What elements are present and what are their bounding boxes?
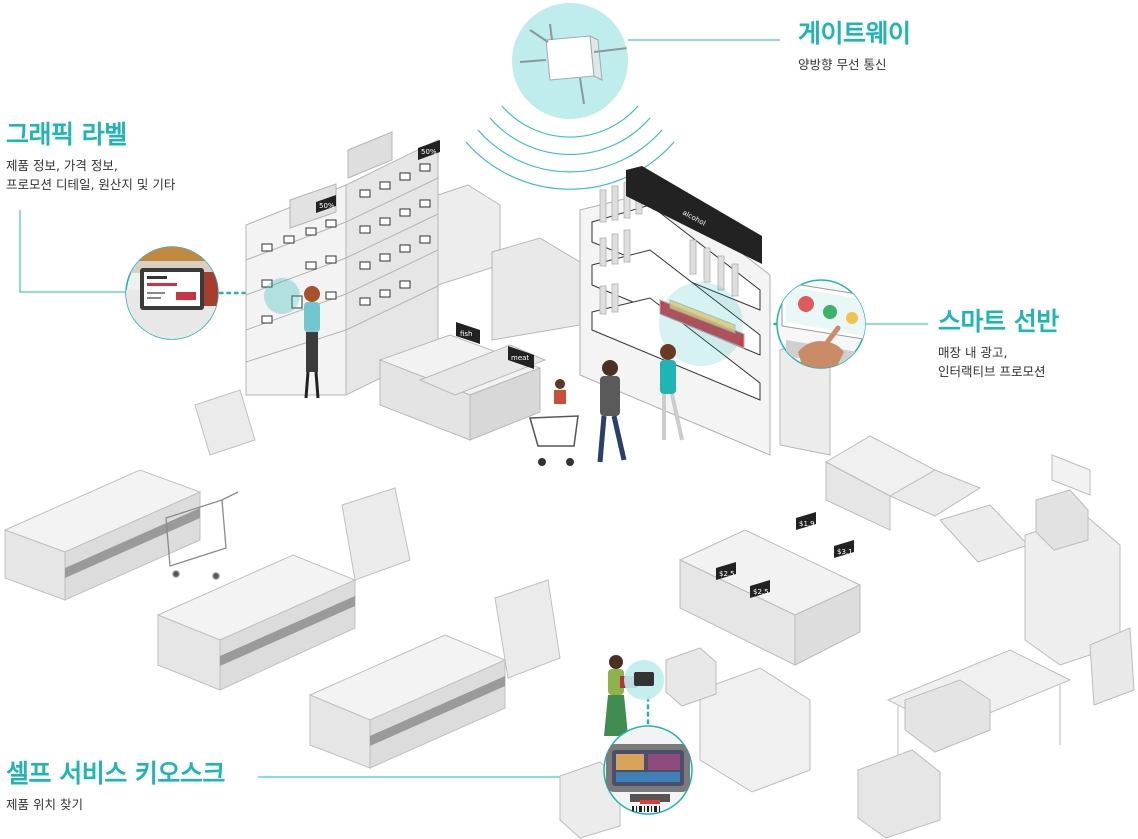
fish-sign-text: fish bbox=[460, 330, 473, 338]
smart-shelf-title: 스마트 선반 bbox=[938, 307, 1059, 336]
meat-sign: meat bbox=[508, 346, 534, 369]
price-tag-4-text: $1.9 bbox=[799, 520, 815, 528]
produce-bins-right bbox=[678, 435, 1029, 666]
price-tag-4: $1.9 bbox=[796, 512, 816, 530]
price-tag-3-text: $3.1 bbox=[837, 548, 853, 556]
price-tag-2: $2.5 bbox=[750, 580, 770, 598]
glass-freezer-back bbox=[437, 184, 581, 341]
alcohol-shelf bbox=[579, 177, 771, 456]
smart-shelf-label-block: 스마트 선반 매장 내 광고, 인터랙티브 프로모션 bbox=[938, 307, 1059, 382]
shelf-tag-50-b: 50% bbox=[418, 140, 440, 160]
bottom-center-shelves bbox=[559, 647, 811, 839]
shopper-woman-left bbox=[264, 278, 320, 399]
gateway-label-block: 게이트웨이 양방향 무선 통신 bbox=[798, 19, 911, 74]
gateway-desc: 양방향 무선 통신 bbox=[798, 56, 887, 72]
price-tag-1: $2.5 bbox=[716, 562, 736, 580]
price-tag-1-text: $2.5 bbox=[719, 570, 735, 578]
price-tag-2-text: $2.5 bbox=[753, 588, 769, 596]
shelf-tag-50-a-text: 50% bbox=[319, 202, 335, 210]
smart-shelf-zoom bbox=[776, 279, 866, 369]
graphic-label-desc-line1: 제품 정보, 가격 정보, bbox=[6, 157, 118, 173]
shelf-tag-50-b-text: 50% bbox=[421, 148, 437, 156]
graphic-label-block: 그래픽 라벨 제품 정보, 가격 정보, 프로모션 디테일, 원산지 및 기타 bbox=[6, 120, 175, 195]
graphic-label-desc-line2: 프로모션 디테일, 원산지 및 기타 bbox=[6, 177, 176, 193]
shelf-tag-50-a: 50% bbox=[316, 195, 336, 213]
kiosk-desc: 제품 위치 찾기 bbox=[6, 796, 83, 812]
gateway-device-illustration bbox=[512, 3, 628, 119]
meat-sign-text: meat bbox=[511, 354, 529, 362]
graphic-label-connector-line bbox=[19, 210, 126, 293]
display-tables-bottom-right bbox=[857, 649, 1072, 839]
smart-shelf-desc-line2: 인터랙티브 프로모션 bbox=[938, 364, 1046, 380]
family-shoppers bbox=[529, 344, 684, 466]
kiosk-title: 셀프 서비스 키오스크 bbox=[6, 759, 225, 788]
smart-shelf-desc-line1: 매장 내 광고, bbox=[938, 344, 1008, 360]
fish-sign: fish bbox=[456, 322, 480, 344]
price-tag-3: $3.1 bbox=[834, 540, 854, 558]
checkout-counters bbox=[3, 389, 561, 769]
alcohol-sign: alcohol bbox=[626, 166, 762, 264]
kiosk-zoom bbox=[603, 725, 693, 815]
wifi-signal-icon bbox=[465, 105, 675, 190]
smart-shelf-desc: 매장 내 광고, 인터랙티브 프로모션 bbox=[938, 343, 1059, 382]
graphic-label-title: 그래픽 라벨 bbox=[6, 120, 127, 149]
left-shelving-unit bbox=[245, 131, 439, 396]
shopping-cart-left bbox=[165, 491, 239, 580]
freezer-island-center bbox=[378, 334, 547, 441]
graphic-label-zoom bbox=[125, 246, 219, 340]
shopper-woman-kiosk bbox=[604, 655, 664, 736]
kiosk-label-block: 셀프 서비스 키오스크 제품 위치 찾기 bbox=[6, 759, 225, 814]
graphic-label-desc: 제품 정보, 가격 정보, 프로모션 디테일, 원산지 및 기타 bbox=[6, 156, 175, 195]
deli-counter bbox=[1024, 454, 1135, 706]
gateway-title: 게이트웨이 bbox=[798, 19, 911, 48]
